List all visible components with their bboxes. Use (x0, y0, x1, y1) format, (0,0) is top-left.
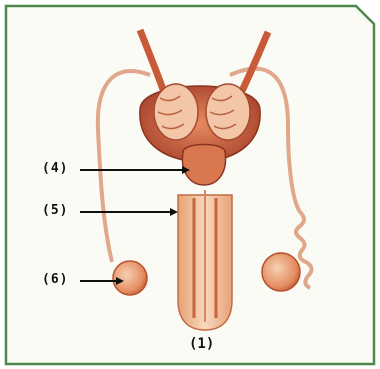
testis-right (262, 253, 300, 291)
prostate-gland (182, 145, 225, 186)
figure-caption: (1) (189, 336, 214, 352)
seminal-vesicle-right (206, 84, 250, 140)
label-6: (6) (42, 272, 68, 287)
seminal-vesicle-left (154, 84, 198, 140)
label-4: (4) (42, 161, 68, 176)
label-5: (5) (42, 203, 68, 218)
testis-left (113, 261, 147, 295)
